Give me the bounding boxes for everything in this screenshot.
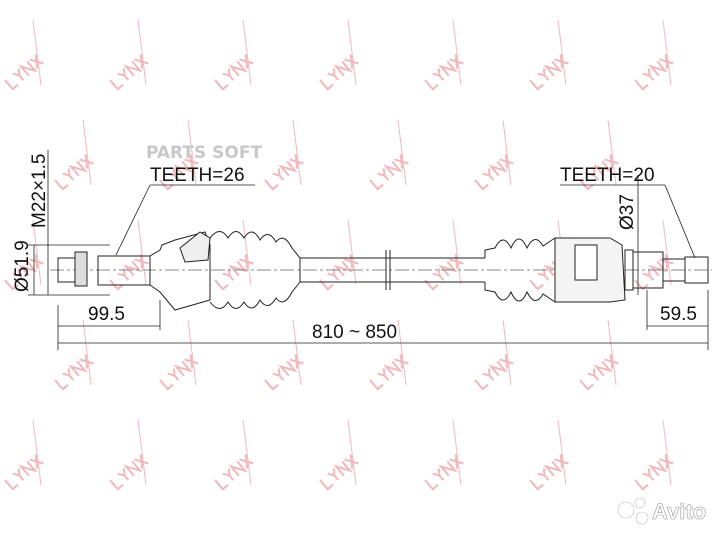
watermark-stroke <box>242 219 252 286</box>
watermark-stroke <box>607 119 617 186</box>
watermark-stroke <box>452 219 462 286</box>
lynx-watermark <box>529 454 569 491</box>
lynx-watermark <box>529 54 569 91</box>
watermark-stroke <box>187 119 197 186</box>
lynx-watermark <box>579 354 619 391</box>
lynx-watermark <box>264 154 304 191</box>
watermark-layer <box>4 19 674 491</box>
lynx-watermark <box>319 54 359 91</box>
left-spline <box>97 255 151 286</box>
watermark-stroke <box>292 119 302 186</box>
parts-soft-overlay: PARTS SOFT <box>146 143 262 163</box>
watermark-stroke <box>32 419 42 486</box>
watermark-stroke <box>82 119 92 186</box>
lynx-watermark <box>54 154 94 191</box>
watermark-stroke <box>242 19 252 86</box>
right-diameter-label: Ø37 <box>617 194 638 230</box>
lynx-watermark <box>214 254 254 291</box>
drive-shaft <box>50 231 712 311</box>
tripod-joint <box>574 244 598 281</box>
watermark-stroke <box>662 19 672 86</box>
watermark-stroke <box>82 319 92 386</box>
left-teeth-leader <box>115 184 151 256</box>
watermark-stroke <box>502 119 512 186</box>
lynx-watermark <box>474 154 514 191</box>
watermark-stroke <box>347 19 357 86</box>
lynx-watermark <box>319 254 359 291</box>
lynx-watermark <box>109 54 149 91</box>
lynx-watermark <box>319 454 359 491</box>
lynx-watermark <box>4 254 44 291</box>
watermark-stroke <box>292 319 302 386</box>
lynx-watermark <box>529 254 569 291</box>
watermark-stroke <box>137 219 147 286</box>
watermark-stroke <box>137 19 147 86</box>
total-length-label: 810 ~ 850 <box>312 322 397 343</box>
lynx-watermark <box>369 154 409 191</box>
left-diameter-label: Ø51.9 <box>12 240 33 292</box>
watermark-stroke <box>347 419 357 486</box>
watermark-stroke <box>607 319 617 386</box>
dimensions <box>28 150 709 350</box>
avito-logo: Avito <box>617 497 706 525</box>
watermark-stroke <box>452 19 462 86</box>
watermark-stroke <box>557 19 567 86</box>
thread-label: M22×1.5 <box>29 154 50 228</box>
watermark-stroke <box>502 319 512 386</box>
lynx-watermark <box>159 354 199 391</box>
lynx-watermark <box>4 54 44 91</box>
lynx-watermark <box>424 454 464 491</box>
lynx-watermark <box>474 354 514 391</box>
watermark-stroke <box>557 419 567 486</box>
watermark-stroke <box>347 219 357 286</box>
watermark-stroke <box>187 319 197 386</box>
watermark-stroke <box>662 219 672 286</box>
lynx-watermark <box>214 54 254 91</box>
watermark-stroke <box>242 419 252 486</box>
lynx-watermark <box>634 54 674 91</box>
lynx-watermark <box>54 354 94 391</box>
outer-boot <box>209 231 301 309</box>
lynx-watermark <box>159 154 199 191</box>
left-nut <box>74 251 88 287</box>
watermark-stroke <box>137 419 147 486</box>
watermark-stroke <box>32 219 42 286</box>
lynx-watermark <box>4 454 44 491</box>
left-teeth-label: TEETH=26 <box>150 165 245 186</box>
lynx-watermark <box>109 454 149 491</box>
lynx-watermark <box>369 354 409 391</box>
svg-text:Avito: Avito <box>652 499 706 524</box>
right-length-label: 59.5 <box>660 304 697 325</box>
watermark-stroke <box>452 419 462 486</box>
lynx-watermark <box>109 254 149 291</box>
right-spline <box>684 256 709 284</box>
watermark-stroke <box>397 119 407 186</box>
lynx-watermark <box>579 154 619 191</box>
watermark-stroke <box>662 419 672 486</box>
right-teeth-label: TEETH=20 <box>560 165 655 186</box>
right-teeth-leader <box>664 184 696 259</box>
lynx-watermark <box>424 54 464 91</box>
outer-cv-ball <box>179 231 211 263</box>
lynx-watermark <box>424 254 464 291</box>
lynx-watermark <box>634 454 674 491</box>
watermark-stroke <box>397 319 407 386</box>
watermark-stroke <box>32 19 42 86</box>
left-length-label: 99.5 <box>88 304 125 325</box>
lynx-watermark <box>264 354 304 391</box>
lynx-watermark <box>214 454 254 491</box>
lynx-watermark <box>634 254 674 291</box>
